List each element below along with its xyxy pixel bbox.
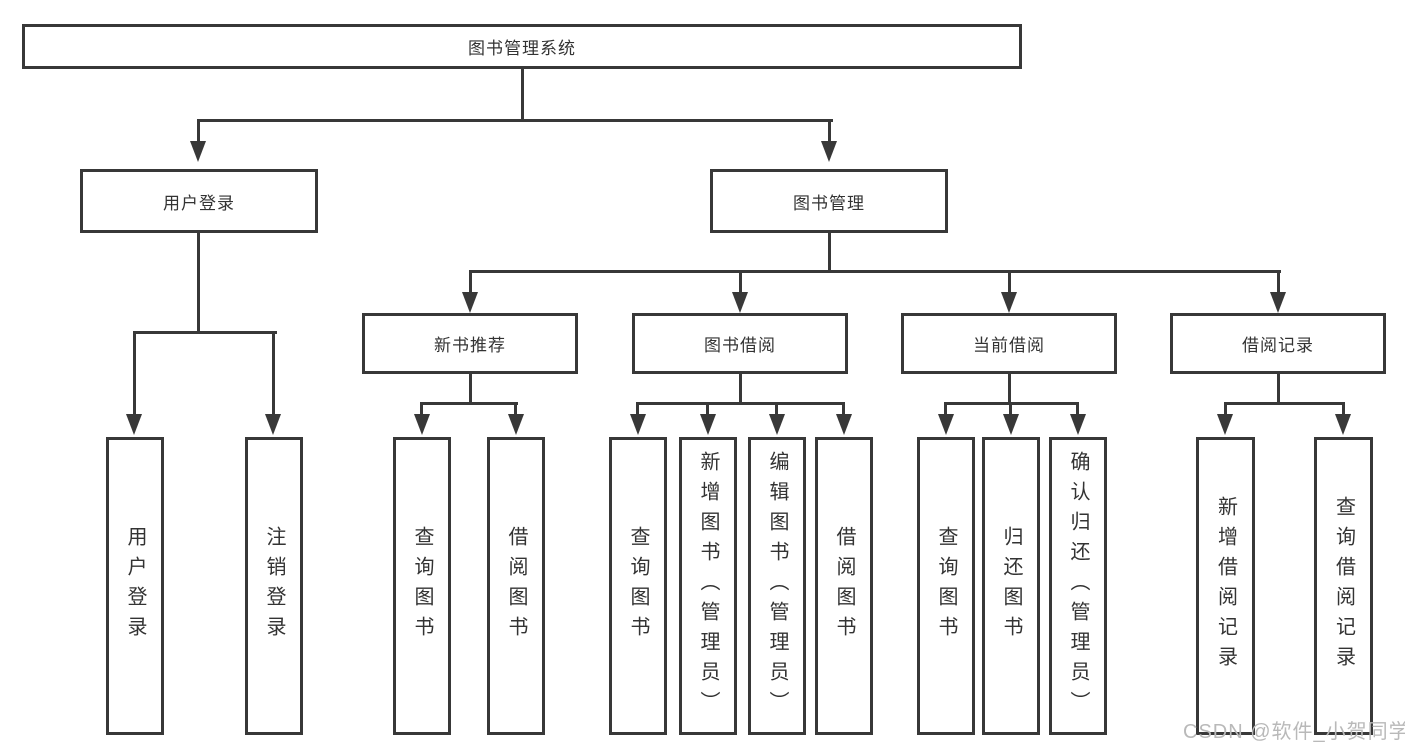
arrow-down — [1001, 292, 1017, 313]
connector-line — [197, 119, 200, 144]
arrow-down — [700, 414, 716, 435]
leaf-borrow-books: 借阅图书 — [815, 437, 873, 735]
leaf-user-login: 用户登录 — [106, 437, 164, 735]
leaf-return-books: 归还图书 — [982, 437, 1040, 735]
arrow-down — [1003, 414, 1019, 435]
leaf-query-books-current: 查询图书 — [917, 437, 975, 735]
connector-line — [636, 402, 845, 405]
leaf-confirm-return-admin: 确认归还（管理员） — [1049, 437, 1107, 735]
leaf-query-books-borrow: 查询图书 — [609, 437, 667, 735]
connector-line — [1008, 270, 1011, 294]
connector-line — [636, 402, 639, 416]
connector-line — [1277, 270, 1280, 294]
connector-line — [1224, 402, 1227, 416]
connector-line — [944, 402, 947, 416]
leaf-add-books-admin: 新增图书（管理员） — [679, 437, 737, 735]
connector-line — [420, 402, 423, 416]
node-current-borrowing: 当前借阅 — [901, 313, 1117, 374]
arrow-down — [1217, 414, 1233, 435]
arrow-down — [938, 414, 954, 435]
leaf-logout: 注销登录 — [245, 437, 303, 735]
arrow-down — [508, 414, 524, 435]
connector-line — [272, 331, 275, 416]
node-book-borrowing: 图书借阅 — [632, 313, 848, 374]
connector-line — [133, 331, 136, 416]
arrow-down — [1270, 292, 1286, 313]
arrow-down — [265, 414, 281, 435]
leaf-query-borrow-record: 查询借阅记录 — [1314, 437, 1373, 735]
arrow-down — [630, 414, 646, 435]
arrow-down — [732, 292, 748, 313]
connector-line — [739, 270, 742, 294]
connector-line — [842, 402, 845, 416]
node-library-management-system: 图书管理系统 — [22, 24, 1022, 69]
node-user-login: 用户登录 — [80, 169, 318, 233]
leaf-borrow-books-recommend: 借阅图书 — [487, 437, 545, 735]
arrow-down — [462, 292, 478, 313]
connector-line — [828, 119, 831, 144]
connector-line — [1076, 402, 1079, 416]
connector-line — [1277, 374, 1280, 404]
connector-line — [469, 270, 1281, 273]
connector-line — [739, 374, 742, 404]
connector-line — [1342, 402, 1345, 416]
node-borrowing-records: 借阅记录 — [1170, 313, 1386, 374]
connector-line — [521, 68, 524, 121]
arrow-down — [126, 414, 142, 435]
connector-line — [420, 402, 518, 405]
arrow-down — [190, 141, 206, 162]
connector-line — [133, 331, 277, 334]
arrow-down — [821, 141, 837, 162]
connector-line — [706, 402, 709, 416]
arrow-down — [769, 414, 785, 435]
node-new-book-recommendation: 新书推荐 — [362, 313, 578, 374]
connector-line — [514, 402, 517, 416]
connector-line — [469, 374, 472, 404]
leaf-edit-books-admin: 编辑图书（管理员） — [748, 437, 806, 735]
connector-line — [197, 119, 833, 122]
connector-line — [1224, 402, 1345, 405]
arrow-down — [1070, 414, 1086, 435]
connector-line — [828, 233, 831, 273]
connector-line — [775, 402, 778, 416]
node-book-management: 图书管理 — [710, 169, 948, 233]
connector-line — [197, 233, 200, 333]
leaf-add-borrow-record: 新增借阅记录 — [1196, 437, 1255, 735]
connector-line — [1008, 374, 1011, 404]
arrow-down — [1335, 414, 1351, 435]
arrow-down — [414, 414, 430, 435]
csdn-watermark: CSDN @软件_小贺同学 — [1183, 721, 1405, 743]
connector-line — [1009, 402, 1012, 416]
connector-line — [469, 270, 472, 294]
leaf-query-books-recommend: 查询图书 — [393, 437, 451, 735]
arrow-down — [836, 414, 852, 435]
